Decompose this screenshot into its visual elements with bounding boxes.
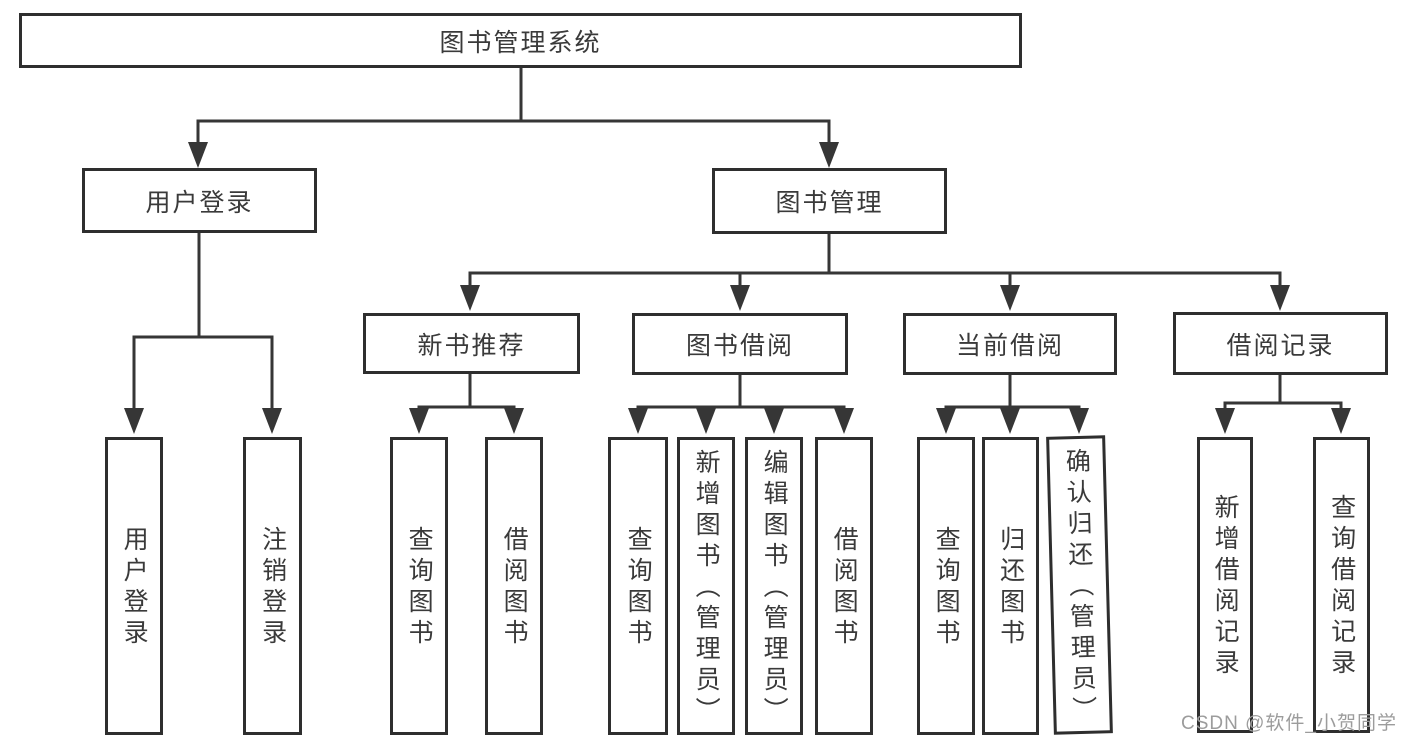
leaf-borrow-edit-books-admin: 编辑图书（管理员） [745, 437, 803, 735]
leaf-current-return-books: 归还图书 [982, 437, 1039, 735]
leaf-newbook-query-books: 查询图书 [390, 437, 448, 735]
node-book-management: 图书管理 [712, 168, 947, 234]
leaf-borrow-query-books: 查询图书 [608, 437, 668, 735]
node-new-book-recommend: 新书推荐 [363, 313, 580, 374]
node-book-borrowing: 图书借阅 [632, 313, 848, 375]
leaf-records-add-record: 新增借阅记录 [1197, 437, 1253, 733]
leaf-current-confirm-return-admin: 确认归还（管理员） [1046, 435, 1113, 735]
connector-currentborrow-to-leaves [936, 373, 1089, 434]
leaf-newbook-borrow-books: 借阅图书 [485, 437, 543, 735]
connector-bookmgmt-to-level3 [460, 232, 1290, 311]
connector-bookborrow-to-leaves [628, 373, 854, 434]
leaf-records-query-record: 查询借阅记录 [1313, 437, 1370, 733]
connector-userlogin-to-leaves [124, 231, 282, 434]
leaf-borrow-add-books-admin: 新增图书（管理员） [677, 437, 735, 735]
csdn-watermark: CSDN @软件_小贺同学 [1181, 713, 1397, 734]
leaf-borrow-borrow-books: 借阅图书 [815, 437, 873, 735]
node-root: 图书管理系统 [19, 13, 1022, 68]
node-current-borrowing: 当前借阅 [903, 313, 1117, 375]
leaf-logout-login: 注销登录 [243, 437, 302, 735]
connector-root-to-level2 [188, 64, 839, 168]
connector-newbook-to-leaves [409, 372, 524, 434]
leaf-user-login: 用户登录 [105, 437, 163, 735]
node-user-login: 用户登录 [82, 168, 317, 233]
node-borrowing-records: 借阅记录 [1173, 312, 1388, 375]
connector-records-to-leaves [1215, 373, 1351, 434]
leaf-current-query-books: 查询图书 [917, 437, 975, 735]
